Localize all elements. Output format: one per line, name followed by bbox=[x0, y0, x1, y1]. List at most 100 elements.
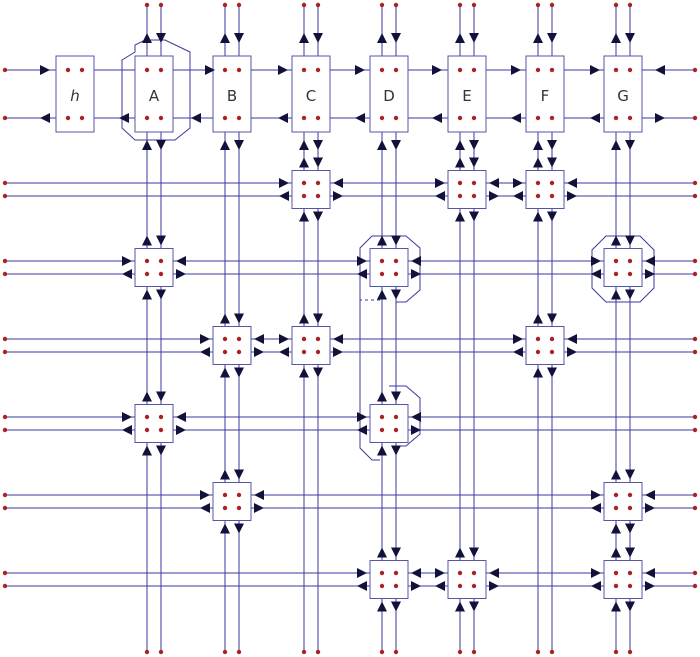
edge-port-left bbox=[2, 427, 8, 433]
switch-arrow-left bbox=[411, 568, 421, 578]
switch-arrow-right bbox=[333, 191, 343, 201]
switch-arrow-left bbox=[122, 269, 132, 279]
switch-arrow-right bbox=[357, 412, 367, 422]
switch-arrow-down bbox=[391, 289, 401, 300]
switch-arrow-left bbox=[200, 503, 210, 513]
switch-arrow-down bbox=[547, 157, 557, 168]
label-a: A bbox=[149, 87, 160, 105]
switch-port bbox=[627, 570, 633, 576]
switch-arrow-down bbox=[234, 313, 244, 324]
edge-port-top bbox=[535, 2, 541, 8]
switch-arrow-right bbox=[567, 347, 577, 357]
switch-arrow-right bbox=[567, 191, 577, 201]
switch-box bbox=[525, 170, 565, 209]
switch-arrow-up bbox=[299, 157, 309, 168]
edge-port-left bbox=[2, 414, 8, 420]
switch-arrow-right bbox=[122, 256, 132, 266]
switch-port bbox=[301, 180, 307, 186]
switch-arrow-left bbox=[435, 191, 445, 201]
switch-arrow-up bbox=[220, 469, 230, 480]
switch-arrow-up bbox=[142, 235, 152, 246]
top-row-arrow-right bbox=[205, 65, 215, 75]
switch-arrow-right bbox=[489, 581, 499, 591]
switch-arrow-right bbox=[176, 425, 186, 435]
label-box bbox=[212, 55, 252, 133]
switch-port bbox=[236, 349, 242, 355]
box-arrow-down bbox=[313, 140, 323, 150]
switch-arrow-left bbox=[122, 425, 132, 435]
switch-arrow-left bbox=[411, 256, 421, 266]
switch-box bbox=[603, 248, 643, 287]
switch-port bbox=[158, 427, 164, 433]
edge-port-bottom bbox=[613, 649, 619, 655]
edge-port-bottom bbox=[627, 649, 633, 655]
switch-box bbox=[212, 482, 252, 521]
switch-box bbox=[291, 170, 331, 209]
box-port bbox=[627, 115, 633, 121]
edge-port-bottom bbox=[222, 649, 228, 655]
switch-arrow-down bbox=[313, 211, 323, 222]
box-port bbox=[549, 67, 555, 73]
switch-arrow-up bbox=[455, 157, 465, 168]
box-port bbox=[144, 115, 150, 121]
switch-arrow-up bbox=[611, 523, 621, 534]
switch-box bbox=[603, 482, 643, 521]
switch-port bbox=[144, 271, 150, 277]
switch-port bbox=[535, 336, 541, 342]
switch-port bbox=[549, 180, 555, 186]
switch-arrow-up bbox=[377, 445, 387, 456]
switch-port bbox=[379, 570, 385, 576]
switch-port bbox=[379, 271, 385, 277]
top-row-arrow-left bbox=[119, 113, 129, 123]
box-port bbox=[535, 115, 541, 121]
label-f: F bbox=[541, 87, 550, 105]
switch-arrow-up bbox=[611, 601, 621, 612]
edge-port-bottom bbox=[535, 649, 541, 655]
switch-port bbox=[222, 349, 228, 355]
switch-arrow-left bbox=[254, 334, 264, 344]
switch-port bbox=[158, 258, 164, 264]
edge-port-right bbox=[692, 583, 698, 589]
switch-arrow-right bbox=[591, 568, 601, 578]
switch-arrow-right bbox=[411, 269, 421, 279]
edge-port-left bbox=[2, 505, 8, 511]
edge-port-top bbox=[222, 2, 228, 8]
switch-port bbox=[613, 271, 619, 277]
box-arrow-up bbox=[299, 140, 309, 150]
label-h: h bbox=[70, 87, 80, 105]
edge-port-top bbox=[549, 2, 555, 8]
edge-port-bottom bbox=[379, 649, 385, 655]
switch-arrow-down bbox=[625, 547, 635, 558]
box-arrow-down bbox=[156, 140, 166, 150]
switch-arrow-left bbox=[567, 334, 577, 344]
switch-arrow-up bbox=[533, 211, 543, 222]
edge-port-top bbox=[457, 2, 463, 8]
switch-arrow-right bbox=[279, 178, 289, 188]
switch-arrow-up bbox=[220, 367, 230, 378]
switch-box bbox=[369, 404, 409, 443]
top-row-arrow-right bbox=[590, 65, 600, 75]
box-arrow-down bbox=[469, 140, 479, 150]
switch-arrow-down bbox=[391, 391, 401, 402]
box-arrow-down bbox=[625, 140, 635, 150]
switch-port bbox=[236, 492, 242, 498]
switch-arrow-left bbox=[176, 256, 186, 266]
box-port bbox=[158, 115, 164, 121]
box-port bbox=[471, 67, 477, 73]
top-arrow-down bbox=[156, 33, 166, 43]
switch-box bbox=[369, 560, 409, 599]
edge-port-left bbox=[2, 193, 8, 199]
box-port bbox=[379, 67, 385, 73]
switch-arrow-right bbox=[645, 503, 655, 513]
switch-port bbox=[379, 258, 385, 264]
edge-port-bottom bbox=[158, 649, 164, 655]
octagon-a bbox=[121, 39, 191, 141]
switch-port bbox=[315, 193, 321, 199]
switch-arrow-left bbox=[357, 269, 367, 279]
switch-arrow-up bbox=[533, 157, 543, 168]
box-port bbox=[301, 67, 307, 73]
edge-port-left bbox=[2, 492, 8, 498]
switch-port bbox=[301, 349, 307, 355]
switch-port bbox=[457, 180, 463, 186]
